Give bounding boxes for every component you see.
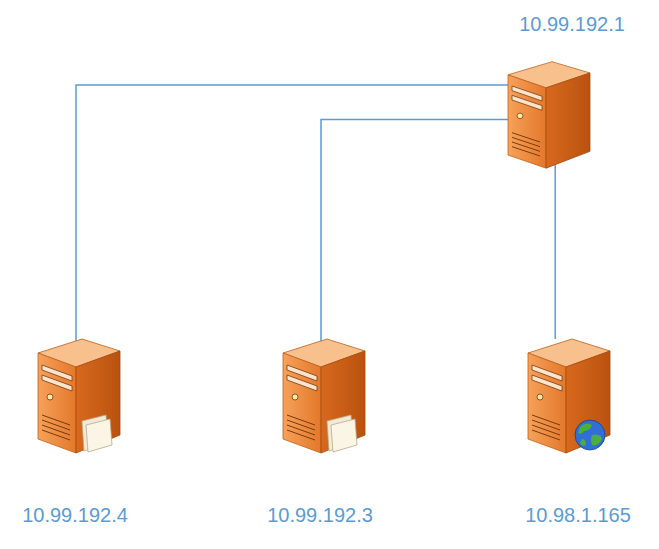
network-link: [321, 120, 508, 343]
server-icon: [275, 335, 367, 455]
server-icon: [520, 335, 612, 455]
ip-address-label: 10.98.1.165: [525, 503, 631, 527]
server-node: 10.99.192.3: [275, 335, 367, 455]
server-icon: [500, 58, 592, 170]
server-node: 10.98.1.165: [520, 335, 612, 455]
network-link: [76, 85, 508, 343]
server-icon: [30, 335, 122, 455]
ip-address-label: 10.99.192.4: [22, 503, 128, 527]
server-node: 10.99.192.4: [30, 335, 122, 455]
network-link: [554, 164, 556, 339]
ip-address-label: 10.99.192.3: [267, 503, 373, 527]
ip-address-label: 10.99.192.1: [519, 12, 625, 36]
server-node: 10.99.192.1: [500, 58, 592, 170]
